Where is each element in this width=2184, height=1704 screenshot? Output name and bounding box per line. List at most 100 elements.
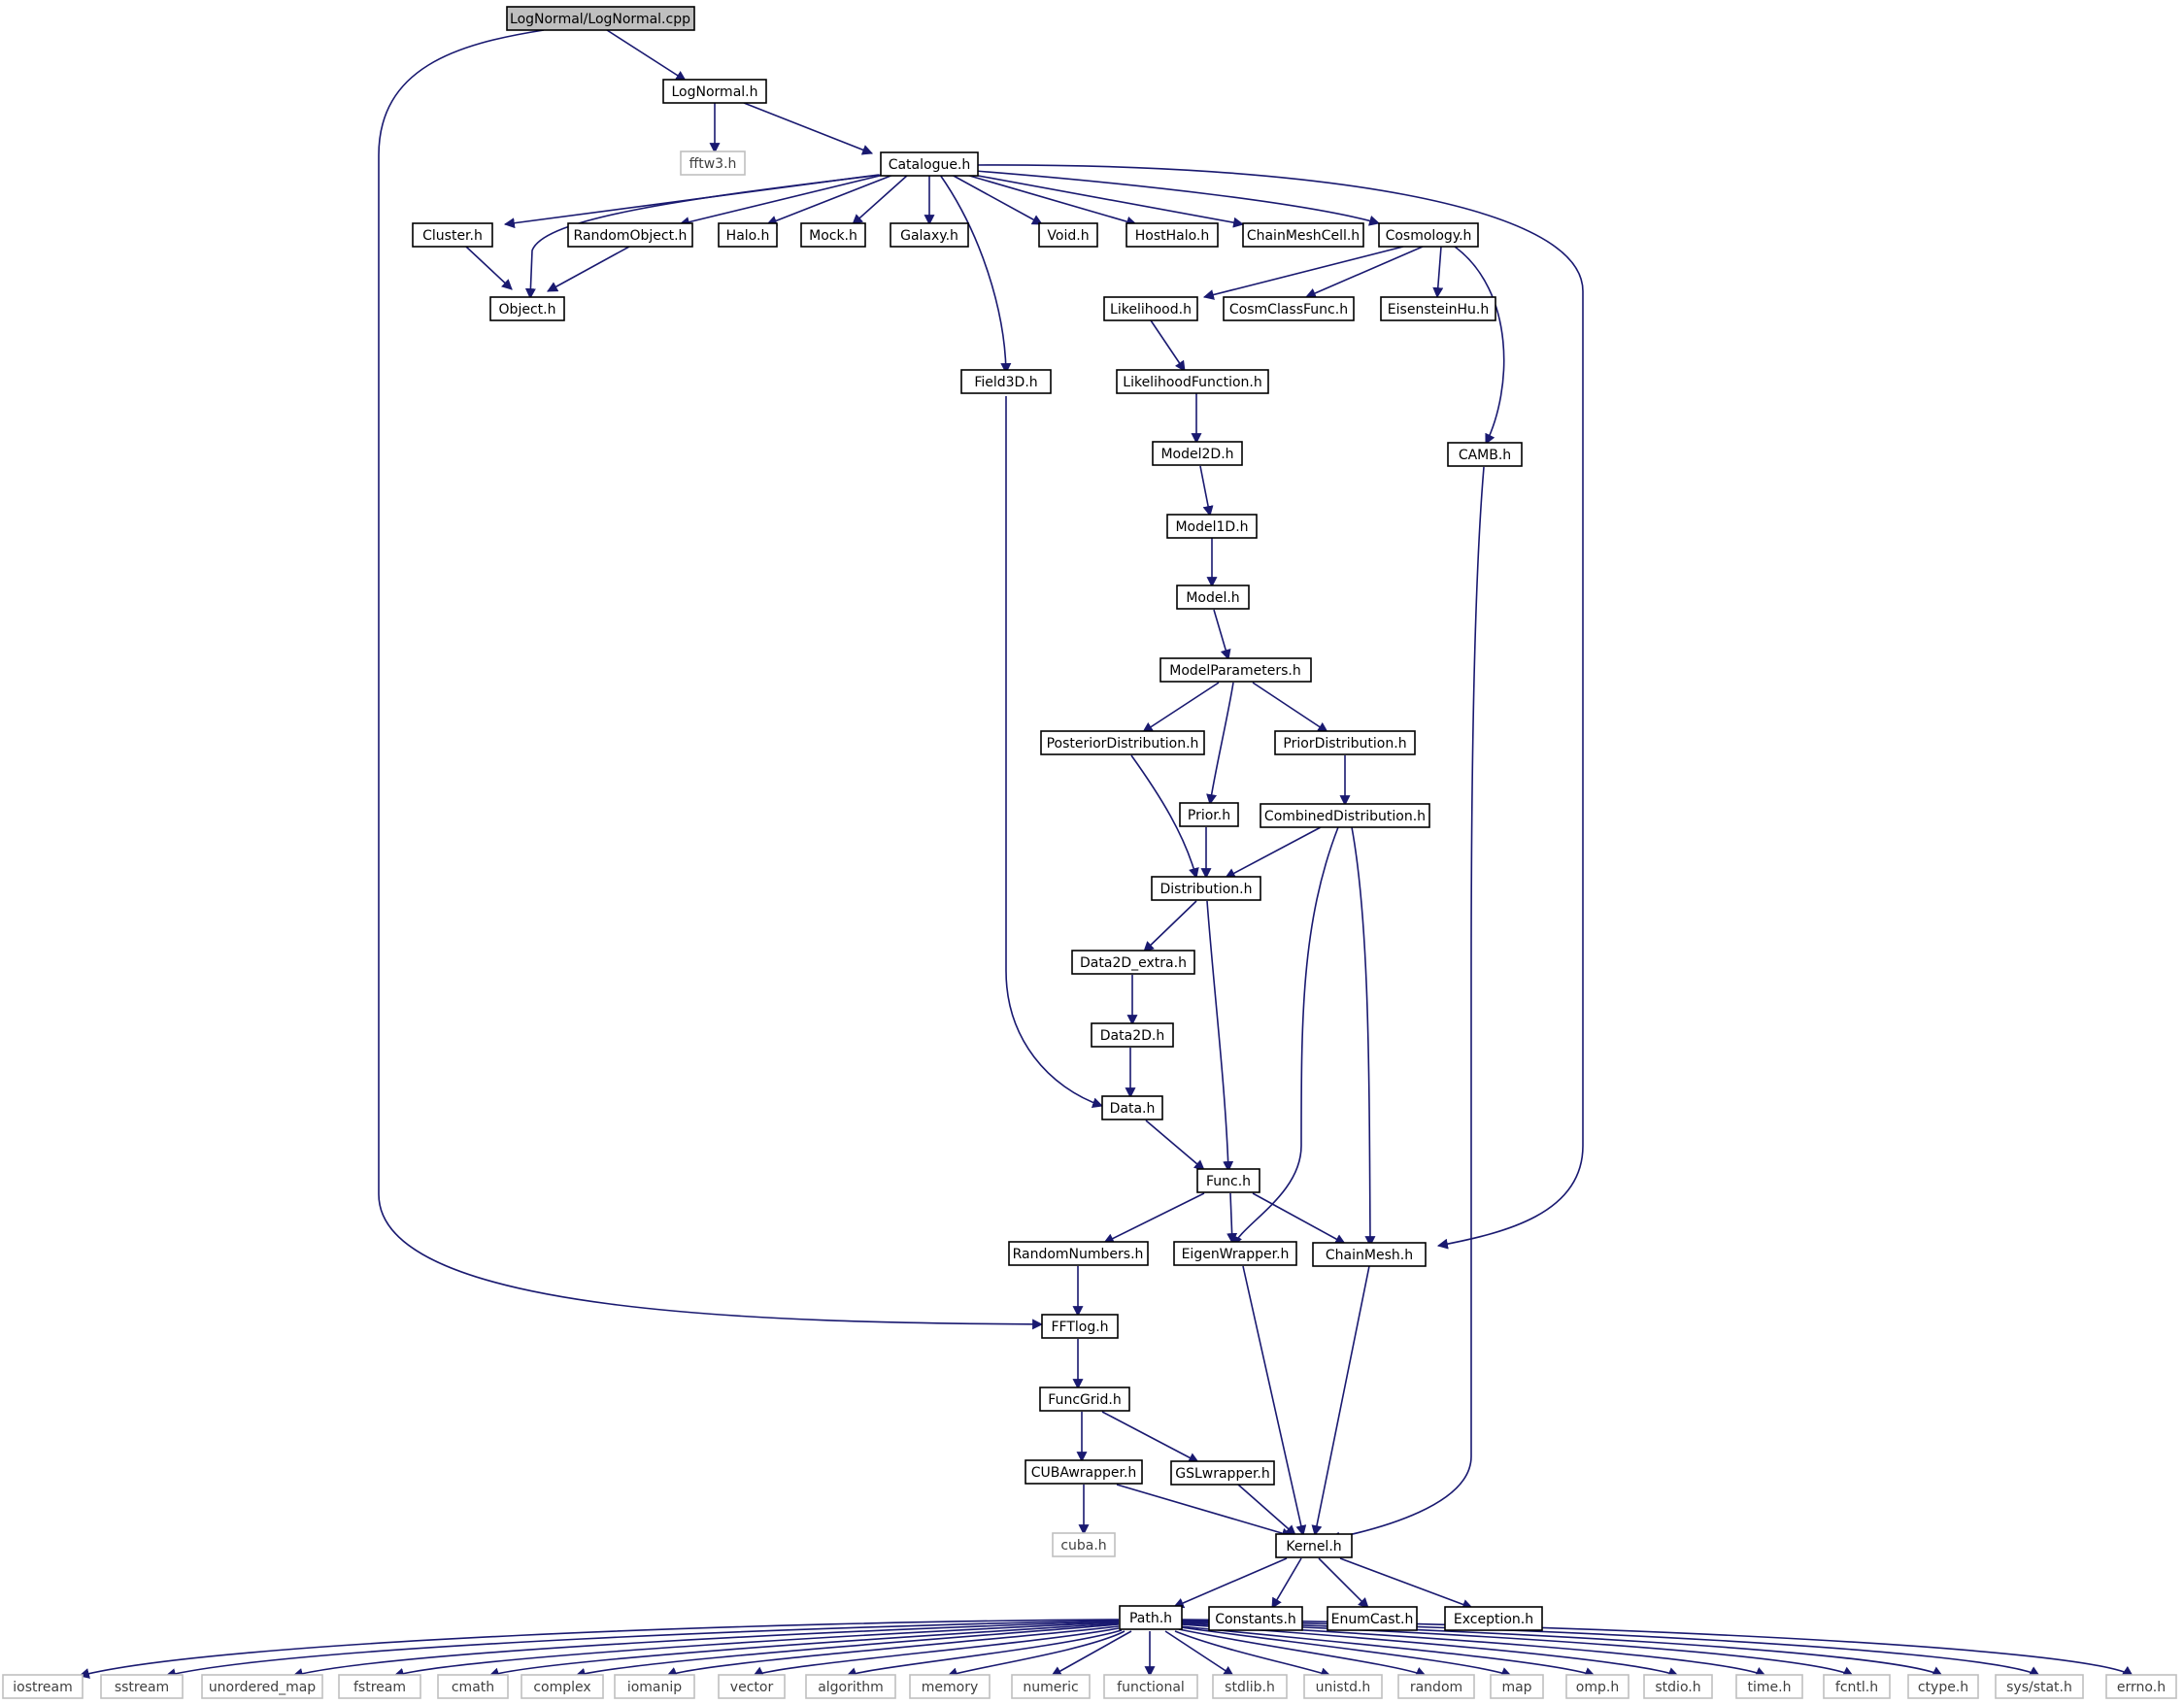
node-fftw3-h[interactable] [680, 150, 746, 176]
node-likelihood-h[interactable] [1103, 296, 1198, 321]
label-stdio-h: stdio.h [1655, 1680, 1700, 1695]
node-distribution-h[interactable] [1151, 876, 1261, 901]
node-func-h[interactable] [1196, 1168, 1260, 1193]
node-catalogue-h[interactable] [880, 151, 979, 177]
node-map[interactable] [1490, 1674, 1544, 1699]
node-prior-h[interactable] [1179, 802, 1239, 827]
node-eigenwrapper-h[interactable] [1173, 1241, 1297, 1266]
node-cuba-h[interactable] [1052, 1532, 1116, 1557]
label-vector: vector [730, 1680, 774, 1695]
node-ctype-h[interactable] [1907, 1674, 1979, 1699]
node-fstream[interactable] [338, 1674, 421, 1699]
node-errno-h[interactable] [2105, 1674, 2177, 1699]
node-algorithm[interactable] [805, 1674, 896, 1699]
node-model1d-h[interactable] [1166, 514, 1258, 539]
label-cuba-h: cuba.h [1060, 1538, 1106, 1554]
node-model-h[interactable] [1176, 585, 1250, 610]
node-stdlib-h[interactable] [1212, 1674, 1288, 1699]
node-sstream[interactable] [100, 1674, 184, 1699]
label-randomobject-h: RandomObject.h [574, 228, 688, 244]
label-enumcast-h: EnumCast.h [1331, 1612, 1414, 1627]
node-chainmeshcell-h[interactable] [1242, 222, 1364, 248]
edge-modelparameters-priordistribution [1252, 682, 1328, 733]
edge-data-func [1145, 1119, 1205, 1171]
node-object-h[interactable] [489, 296, 565, 321]
node-complex[interactable] [521, 1674, 604, 1699]
node-field3d-h[interactable] [960, 369, 1052, 394]
label-mock-h: Mock.h [809, 228, 857, 244]
node-fcntl-h[interactable] [1823, 1674, 1891, 1699]
node-memory[interactable] [909, 1674, 991, 1699]
node-posteriordistribution-h[interactable] [1040, 730, 1205, 755]
node-void-h[interactable] [1038, 222, 1098, 248]
edge-model-modelparameters [1213, 609, 1231, 661]
edge-path-memory [946, 1630, 1126, 1679]
node-omp-h[interactable] [1565, 1674, 1630, 1699]
node-constants-h[interactable] [1208, 1606, 1303, 1631]
graph-labels: LogNormal/LogNormal.cpp LogNormal.h Cata… [422, 12, 1533, 1627]
label-data2d-h: Data2D.h [1100, 1028, 1164, 1044]
node-time-h[interactable] [1735, 1674, 1803, 1699]
node-funcgrid-h[interactable] [1039, 1387, 1130, 1412]
node-kernel-h[interactable] [1275, 1533, 1353, 1558]
label-posteriordistribution-h: PosteriorDistribution.h [1047, 736, 1199, 752]
node-cosmclassfunc-h[interactable] [1223, 296, 1355, 321]
node-data2d-extra-h[interactable] [1071, 950, 1195, 975]
edge-catalogue-halo [765, 174, 894, 226]
node-fftlog-h[interactable] [1041, 1314, 1119, 1339]
edge-model2d-model1d [1199, 465, 1214, 518]
node-gslwrapper-h[interactable] [1170, 1460, 1275, 1486]
node-camb-h[interactable] [1447, 442, 1523, 467]
node-cmath[interactable] [437, 1674, 509, 1699]
edge-path-stdio [1180, 1623, 1680, 1678]
node-functional[interactable] [1103, 1674, 1198, 1699]
node-stdio-h[interactable] [1643, 1674, 1713, 1699]
node-galaxy-h[interactable] [890, 222, 969, 248]
node-lognormal-h[interactable] [662, 79, 767, 104]
node-vector[interactable] [718, 1674, 786, 1699]
node-hosthalo-h[interactable] [1126, 222, 1219, 248]
label-algorithm: algorithm [818, 1680, 884, 1695]
node-randomobject-h[interactable] [567, 222, 693, 248]
node-likelihoodfunction-h[interactable] [1116, 369, 1269, 394]
label-unordered-map: unordered_map [209, 1680, 316, 1695]
node-exception-h[interactable] [1444, 1606, 1543, 1631]
node-sys-stat-h[interactable] [1995, 1674, 2084, 1699]
edge-kernel-enumcast [1318, 1557, 1369, 1609]
edge-distribution-data2dextra [1143, 900, 1197, 952]
edge-path-iostream [78, 1619, 1120, 1679]
node-combineddistribution-h[interactable] [1260, 803, 1430, 828]
node-unistd-h[interactable] [1303, 1674, 1383, 1699]
node-iomanip[interactable] [614, 1674, 695, 1699]
edge-distribution-func [1206, 900, 1234, 1173]
node-model2d-h[interactable] [1152, 441, 1243, 466]
node-iostream[interactable] [2, 1674, 84, 1699]
edge-randomobject-object [547, 246, 630, 292]
node-numeric[interactable] [1011, 1674, 1091, 1699]
node-lognormal-cpp[interactable] [506, 6, 695, 31]
label-hosthalo-h: HostHalo.h [1135, 228, 1210, 244]
edge-path-map [1180, 1626, 1513, 1678]
node-cluster-h[interactable] [412, 222, 493, 248]
node-data2d-h[interactable] [1091, 1022, 1174, 1048]
node-enumcast-h[interactable] [1327, 1606, 1418, 1631]
node-chainmesh-h[interactable] [1312, 1242, 1427, 1267]
label-constants-h: Constants.h [1215, 1612, 1296, 1627]
node-modelparameters-h[interactable] [1159, 657, 1312, 683]
node-unordered-map[interactable] [201, 1674, 323, 1699]
node-halo-h[interactable] [718, 222, 778, 248]
node-mock-h[interactable] [800, 222, 866, 248]
node-cubawrapper-h[interactable] [1025, 1459, 1143, 1485]
node-eisensteinhu-h[interactable] [1380, 296, 1496, 321]
label-sstream: sstream [115, 1680, 169, 1695]
node-random[interactable] [1397, 1674, 1475, 1699]
label-galaxy-h: Galaxy.h [900, 228, 958, 244]
label-fftw3-h: fftw3.h [689, 156, 737, 172]
node-priordistribution-h[interactable] [1274, 730, 1416, 755]
node-cosmology-h[interactable] [1378, 222, 1479, 248]
node-randomnumbers-h[interactable] [1008, 1241, 1149, 1266]
edge-kernel-path [1172, 1557, 1288, 1609]
edge-cubawrapper-kernel [1116, 1484, 1294, 1539]
node-path-h[interactable] [1119, 1605, 1183, 1630]
node-data-h[interactable] [1101, 1095, 1163, 1120]
